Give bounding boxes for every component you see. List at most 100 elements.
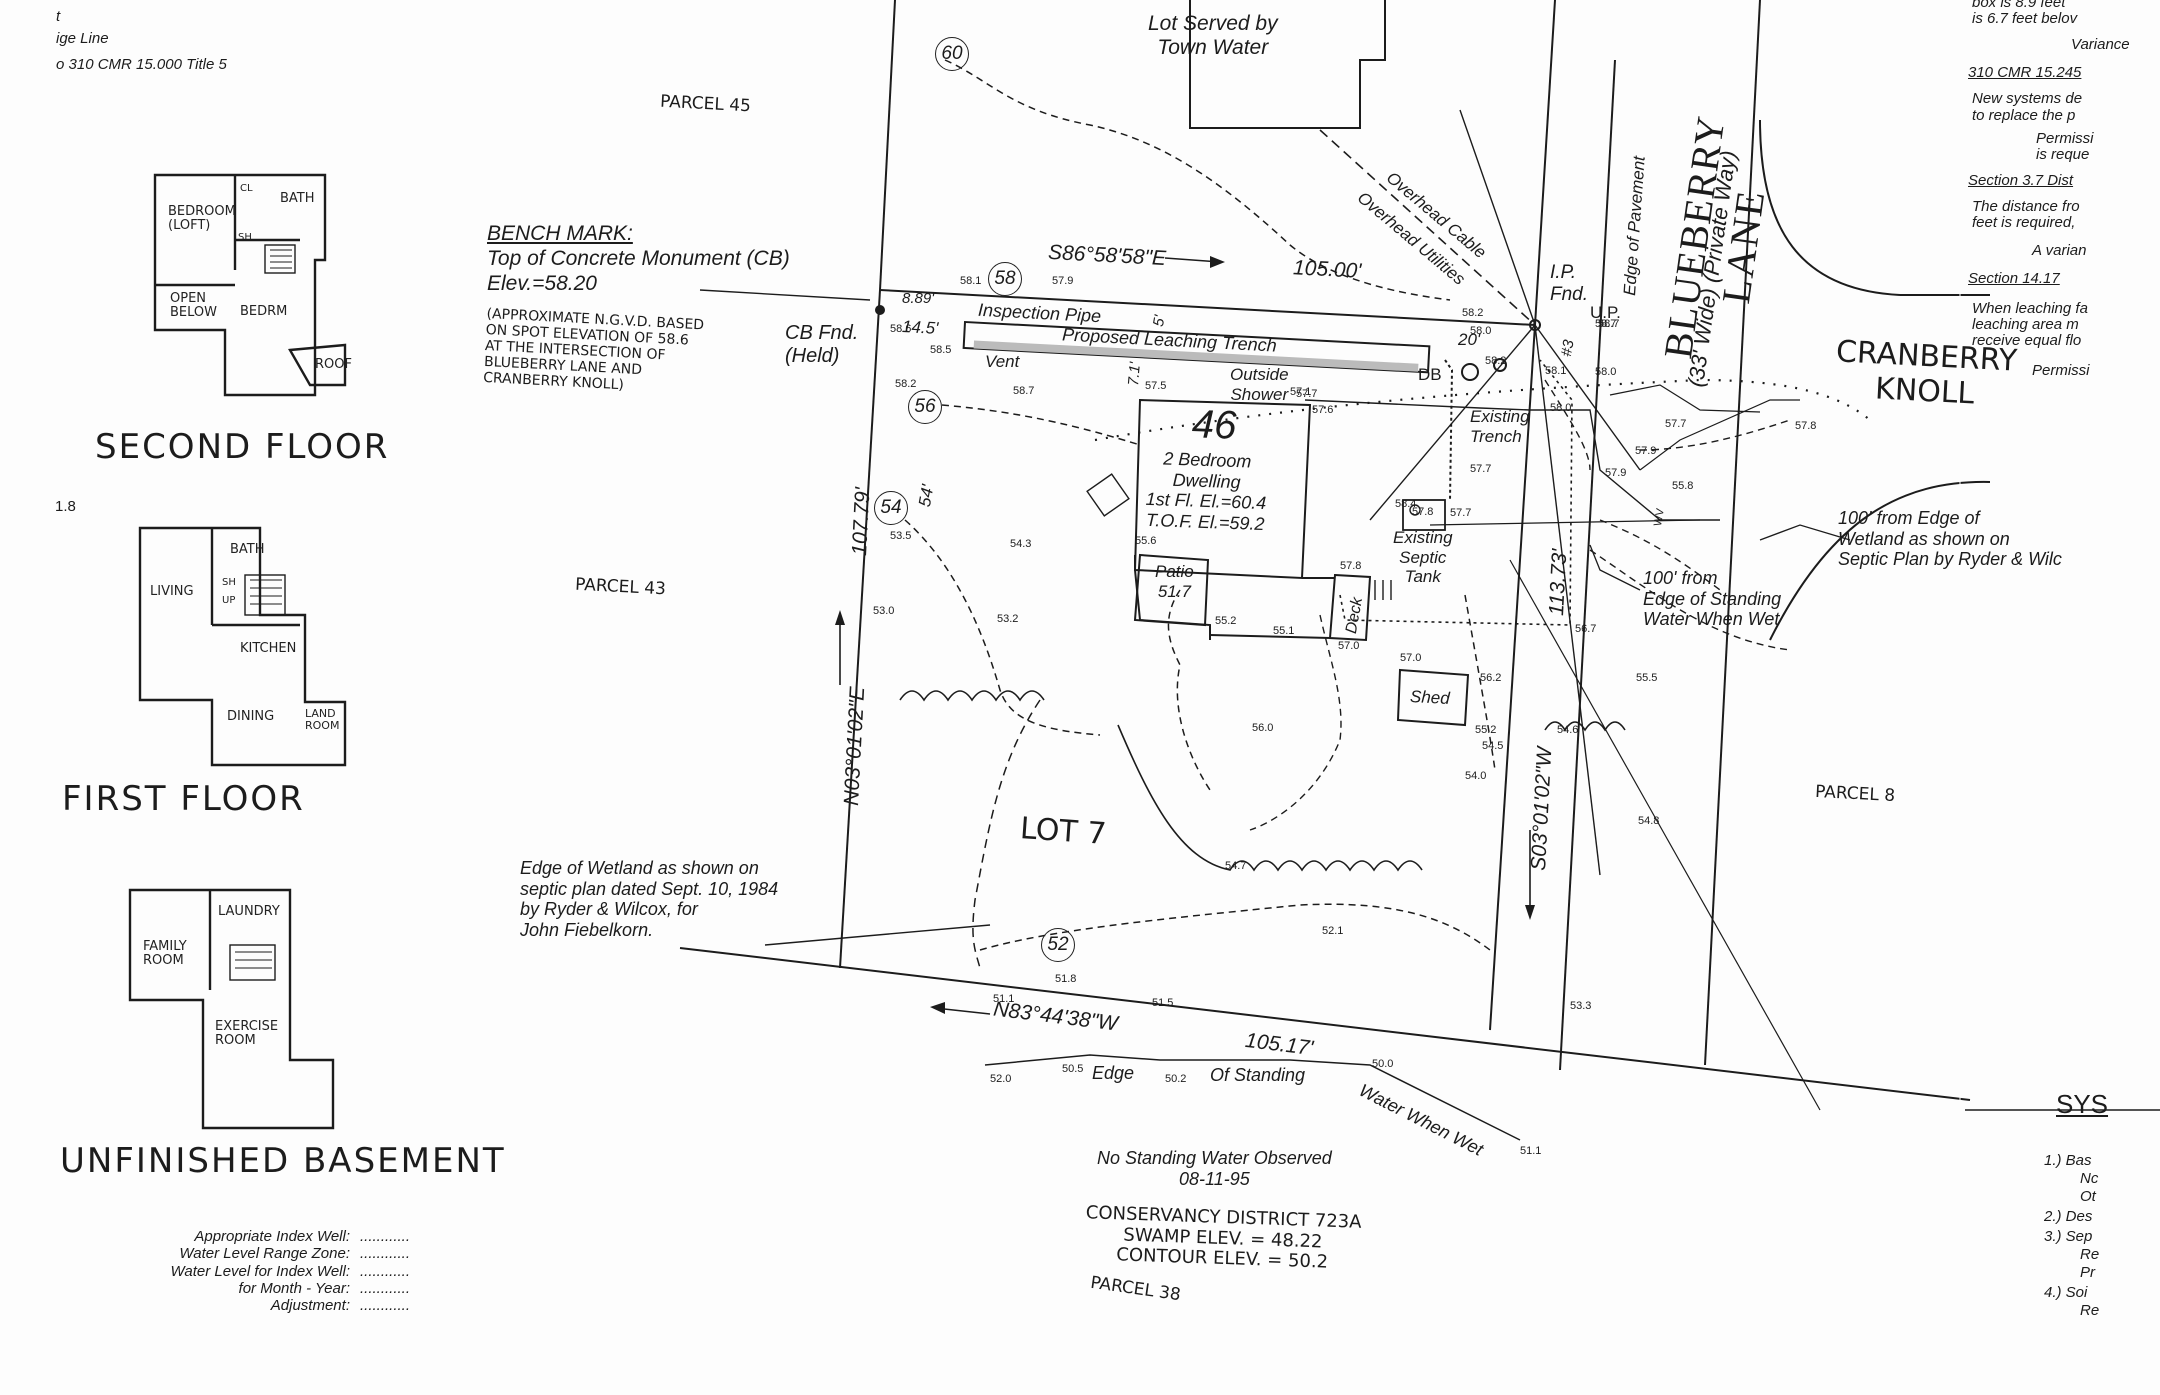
room-closet: CL <box>240 183 253 194</box>
spot-elevation: 54.6 <box>1557 724 1579 736</box>
right-note: leaching area m <box>1972 316 2079 333</box>
spot-elevation: 58.4 <box>1395 498 1417 510</box>
room-bath-2f: BATH <box>280 191 315 206</box>
spot-elevation: 54.8 <box>1638 815 1660 827</box>
spot-elevation: 55.8 <box>1672 480 1694 492</box>
spot-elevation: 57.0 <box>1400 652 1422 664</box>
spot-elevation: 54.5 <box>1482 740 1504 752</box>
patio-label: Patio 51.7 <box>1155 562 1194 601</box>
spot-elevation: 51.8 <box>1055 973 1077 985</box>
spot-elevation: 50.0 <box>1372 1058 1394 1070</box>
room-shower-2f: SH <box>238 232 252 243</box>
overhead-cable-line <box>1319 129 1536 326</box>
right-note: receive equal flo <box>1972 332 2082 349</box>
system-note: 2.) Des <box>2044 1208 2093 1225</box>
spot-elevation: 58.1 <box>960 275 982 287</box>
road-edge-1 <box>1559 59 1616 1071</box>
right-note: box is 8.9 feet <box>1972 0 2066 11</box>
room-laundry-1f: LAND ROOM <box>305 707 340 733</box>
room-bedroom-loft: BEDROOM (LOFT) <box>168 204 236 234</box>
spot-elevation: 58.7 <box>1595 318 1617 330</box>
contour-label-52: 52 <box>1041 928 1075 962</box>
note-line-3: o 310 CMR 15.000 Title 5 <box>56 56 227 73</box>
spot-elevation: 57.9 <box>1635 445 1657 457</box>
spot-elevation: 57.8 <box>1412 506 1434 518</box>
existing-septic-label: Existing Septic Tank <box>1393 528 1453 587</box>
contour-label-58: 58 <box>988 262 1022 296</box>
road-edge-2 <box>1704 0 1761 1066</box>
right-note: Permissi <box>2036 130 2094 147</box>
shed-outline <box>1396 668 1470 727</box>
dist-54: 54' <box>915 483 938 509</box>
right-note: feet is required, <box>1972 214 2076 231</box>
spot-elevation: 57.8 <box>1795 420 1817 432</box>
right-note: When leaching fa <box>1972 300 2088 317</box>
room-stairs-up: UP <box>222 595 236 606</box>
first-floor-plan <box>138 526 347 767</box>
contour-52 <box>979 903 1491 951</box>
existing-trench-label: Existing Trench <box>1470 407 1530 446</box>
cul-de-sac-lower <box>1769 480 1991 641</box>
vent-label: Vent <box>985 352 1020 371</box>
cb-found-label: CB Fnd. (Held) <box>785 322 859 367</box>
right-note: Variance <box>2071 36 2130 53</box>
spot-elevation: 55.2 <box>1475 724 1497 736</box>
spot-elevation: 57.8 <box>1340 560 1362 572</box>
spot-elevation: 54.7 <box>1225 860 1247 872</box>
contour-54 <box>904 519 1101 736</box>
index-well-row: for Month - Year:............ <box>238 1279 411 1297</box>
overhead-utilities-line <box>1369 324 1536 521</box>
system-note: 4.) Soi <box>2044 1284 2088 1301</box>
adjacent-lot-line-right <box>1534 0 1556 326</box>
spot-elevation: 57.7 <box>1470 463 1492 475</box>
right-note: A varian <box>2032 242 2087 259</box>
spot-elevation: 57.9 <box>1605 467 1627 479</box>
spot-elevation: 57.0 <box>1338 640 1360 652</box>
wetland-edge-note: Edge of Wetland as shown on septic plan … <box>520 858 779 941</box>
room-shower-1f: SH <box>222 577 236 588</box>
second-floor-plan <box>153 173 327 397</box>
index-well-row: Appropriate Index Well:............ <box>194 1228 411 1245</box>
spot-elevation: 53.2 <box>997 613 1019 625</box>
spot-elevation: 58.5 <box>930 344 952 356</box>
septic-tank <box>1402 499 1446 531</box>
right-note: to replace the p <box>1972 107 2076 124</box>
conservancy-note: CONSERVANCY DISTRICT 723A SWAMP ELEV. = … <box>1085 1202 1362 1274</box>
standing-edge-a: Edge <box>1092 1063 1135 1083</box>
spot-elevation: 58.0 <box>1595 366 1617 378</box>
spot-elevation: 51.5 <box>1152 997 1174 1009</box>
dist-20: 20' <box>1458 330 1481 349</box>
system-note: 1.) Bas <box>2044 1152 2092 1169</box>
benchmark-line-2: Elev.=58.20 <box>487 272 597 295</box>
right-note: Section 14.17 <box>1968 270 2060 287</box>
contour-label-56: 56 <box>908 390 942 424</box>
spot-elevation: 57.7 <box>1296 388 1318 400</box>
contour-56 <box>941 404 1141 446</box>
standing-water-edge <box>984 1054 1521 1141</box>
adjacent-lot-line-top <box>879 0 896 291</box>
spot-elevation: 53.0 <box>873 605 895 617</box>
east-property-line <box>1489 324 1536 1031</box>
north-property-line <box>879 289 1536 326</box>
room-exercise: EXERCISE ROOM <box>215 1019 279 1049</box>
right-note: is 6.7 feet belov <box>1972 10 2078 27</box>
room-dining: DINING <box>227 709 275 724</box>
right-note: is reque <box>2036 146 2090 163</box>
lot-served-note: Lot Served by Town Water <box>1148 12 1278 60</box>
room-roof: ROOF <box>315 357 352 372</box>
note-line-2: ige Line <box>56 30 109 47</box>
outside-shower-label: Outside Shower <box>1230 365 1289 404</box>
contour-label-60: 60 <box>935 37 969 71</box>
wetland-100ft-note: 100' from Edge of Wetland as shown on Se… <box>1838 508 2062 570</box>
standing-water-100ft-note: 100' from Edge of Standing Water When We… <box>1643 568 1782 630</box>
right-note: The distance fro <box>1972 198 2080 215</box>
utility-pole-label: U.P. <box>1590 303 1621 322</box>
spot-elevation: 55.2 <box>1215 615 1237 627</box>
index-well-row: Adjustment:............ <box>270 1297 411 1314</box>
contour-60 <box>944 59 1451 301</box>
shed-label: Shed <box>1409 686 1451 709</box>
spot-elevation: 58.2 <box>1462 307 1484 319</box>
system-notes-title: SYS <box>2056 1089 2109 1119</box>
